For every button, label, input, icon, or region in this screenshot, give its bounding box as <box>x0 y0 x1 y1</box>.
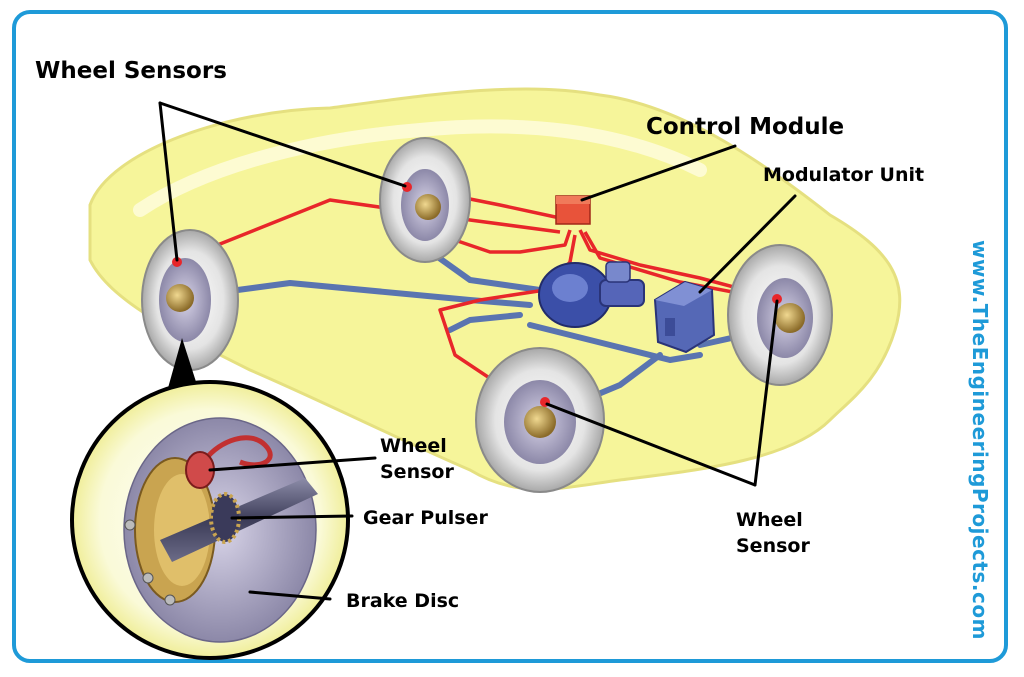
label-inset-wheel-sensor-line2: Sensor <box>380 460 454 483</box>
car-body-highlight <box>133 119 707 217</box>
leader-lines <box>158 101 797 487</box>
label-wheel-sensors: Wheel Sensors <box>35 58 227 84</box>
car-body <box>88 87 902 491</box>
label-wheel-sensor-line1: Wheel <box>736 509 803 531</box>
wheel-front-right <box>727 244 833 386</box>
brake-booster <box>538 261 645 328</box>
label-brake-disc: Brake Disc <box>346 590 460 612</box>
label-modulator-unit: Modulator Unit <box>763 164 925 186</box>
wheel-rear-right <box>379 137 471 263</box>
watermark-text: www.TheEngineeringProjects.com <box>968 240 992 640</box>
sensor-dot-front-right <box>772 294 782 304</box>
inset-leader-lines <box>208 456 377 601</box>
sensor-dot-rear-left <box>172 257 182 267</box>
label-control-module: Control Module <box>646 114 845 140</box>
wheel-rear-left <box>141 229 239 371</box>
wheel-front-left <box>475 347 605 493</box>
label-wheel-sensor: Wheel Sensor <box>736 508 810 559</box>
label-inset-wheel-sensor-line1: Wheel <box>380 435 447 457</box>
label-wheel-sensor-line2: Sensor <box>736 534 810 557</box>
label-gear-pulser: Gear Pulser <box>363 507 488 529</box>
inset-pointer <box>168 338 198 388</box>
inset-magnified-view <box>70 380 350 660</box>
label-inset-wheel-sensor: Wheel Sensor <box>380 434 454 485</box>
inset-sensor-wire <box>203 435 273 468</box>
modulator-unit <box>653 280 716 354</box>
